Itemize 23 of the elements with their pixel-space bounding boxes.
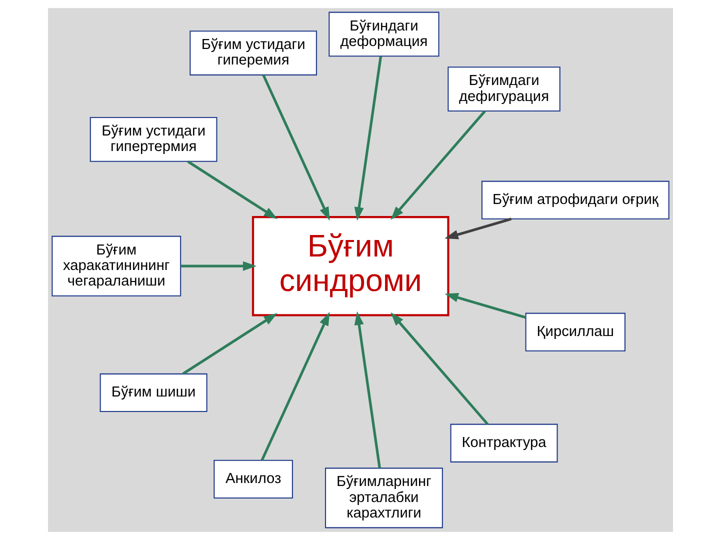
node-box: Бўғимларнинг эрталабки карахтлиги: [324, 468, 442, 528]
arrow: [186, 160, 278, 220]
node-box: Бўғим синдроми: [251, 216, 449, 316]
node-box: Контрактура: [450, 424, 558, 462]
node-box: Бўғим устидаги гиперемия: [189, 30, 316, 76]
arrow: [260, 312, 330, 461]
arrow: [262, 74, 330, 221]
arrow: [182, 313, 277, 375]
arrow: [390, 312, 488, 426]
node-box: Бўғиндаги деформация: [328, 12, 439, 57]
node-box: Бўғим шиши: [99, 373, 207, 412]
node-box: Бўғим харакатинининг чегараланиши: [51, 236, 181, 296]
node-box: Қирсиллаш: [524, 312, 625, 352]
arrow: [354, 311, 380, 468]
node-box: Анкилоз: [213, 460, 292, 498]
node-box: Бўғимдаги дефигурация: [447, 66, 560, 112]
arrow: [444, 292, 526, 319]
arrow: [444, 218, 512, 240]
arrow: [390, 110, 486, 220]
arrow: [354, 56, 382, 221]
node-box: Бўғим атрофидаги оғриқ: [480, 180, 669, 220]
node-box: Бўғим устидаги гипертермия: [89, 117, 217, 162]
arrow: [180, 261, 256, 271]
